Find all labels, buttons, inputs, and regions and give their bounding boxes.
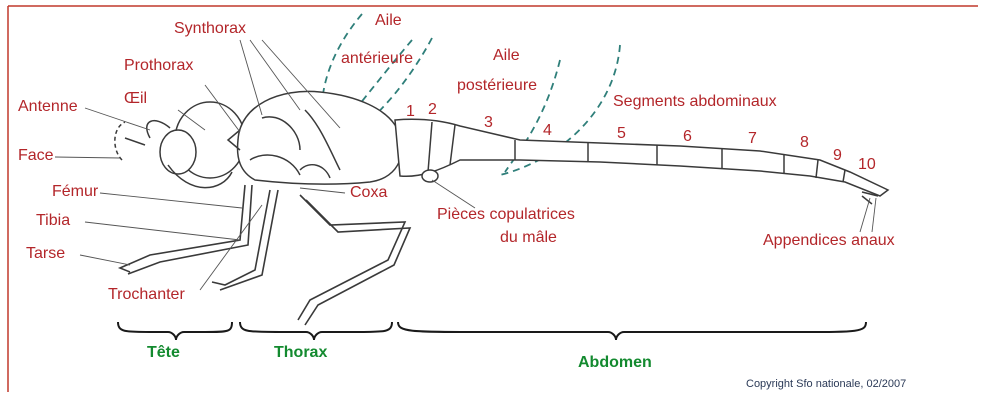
legs xyxy=(120,185,410,325)
label-tibia: Tibia xyxy=(36,212,70,230)
head xyxy=(115,102,245,188)
segment-number-8: 8 xyxy=(800,134,809,152)
abdomen xyxy=(395,119,888,204)
label-face: Face xyxy=(18,147,54,165)
segment-number-5: 5 xyxy=(617,125,626,143)
label-synthorax: Synthorax xyxy=(174,20,246,38)
copyright-notice: Copyright Sfo nationale, 02/2007 xyxy=(746,378,906,390)
segment-number-9: 9 xyxy=(833,147,842,165)
label-prothorax: Prothorax xyxy=(124,57,193,75)
label-aile-posterieure-1: Aile xyxy=(493,47,520,65)
label-pieces-copulatrices-2: du mâle xyxy=(500,229,557,247)
label-appendices-anaux: Appendices anaux xyxy=(763,232,895,250)
label-aile-anterieure-1: Aile xyxy=(375,12,402,30)
segment-number-6: 6 xyxy=(683,128,692,146)
region-label-thorax: Thorax xyxy=(274,344,327,362)
label-antenne: Antenne xyxy=(18,98,78,116)
label-segments-abdominaux: Segments abdominaux xyxy=(613,93,777,111)
segment-number-3: 3 xyxy=(484,114,493,132)
segment-number-10: 10 xyxy=(858,156,876,174)
thorax xyxy=(228,91,402,184)
label-tarse: Tarse xyxy=(26,245,65,263)
segment-number-1: 1 xyxy=(406,103,415,121)
segment-number-7: 7 xyxy=(748,130,757,148)
region-braces xyxy=(118,322,866,340)
label-aile-anterieure-2: antérieure xyxy=(341,50,413,68)
label-oeil: Œil xyxy=(124,90,147,108)
segment-number-4: 4 xyxy=(543,122,552,140)
segment-number-2: 2 xyxy=(428,101,437,119)
label-coxa: Coxa xyxy=(350,184,387,202)
region-label-abdomen: Abdomen xyxy=(578,354,652,372)
region-label-tete: Tête xyxy=(147,344,180,362)
label-femur: Fémur xyxy=(52,183,98,201)
label-pieces-copulatrices-1: Pièces copulatrices xyxy=(437,206,575,224)
label-aile-posterieure-2: postérieure xyxy=(457,77,537,95)
label-trochanter: Trochanter xyxy=(108,286,185,304)
